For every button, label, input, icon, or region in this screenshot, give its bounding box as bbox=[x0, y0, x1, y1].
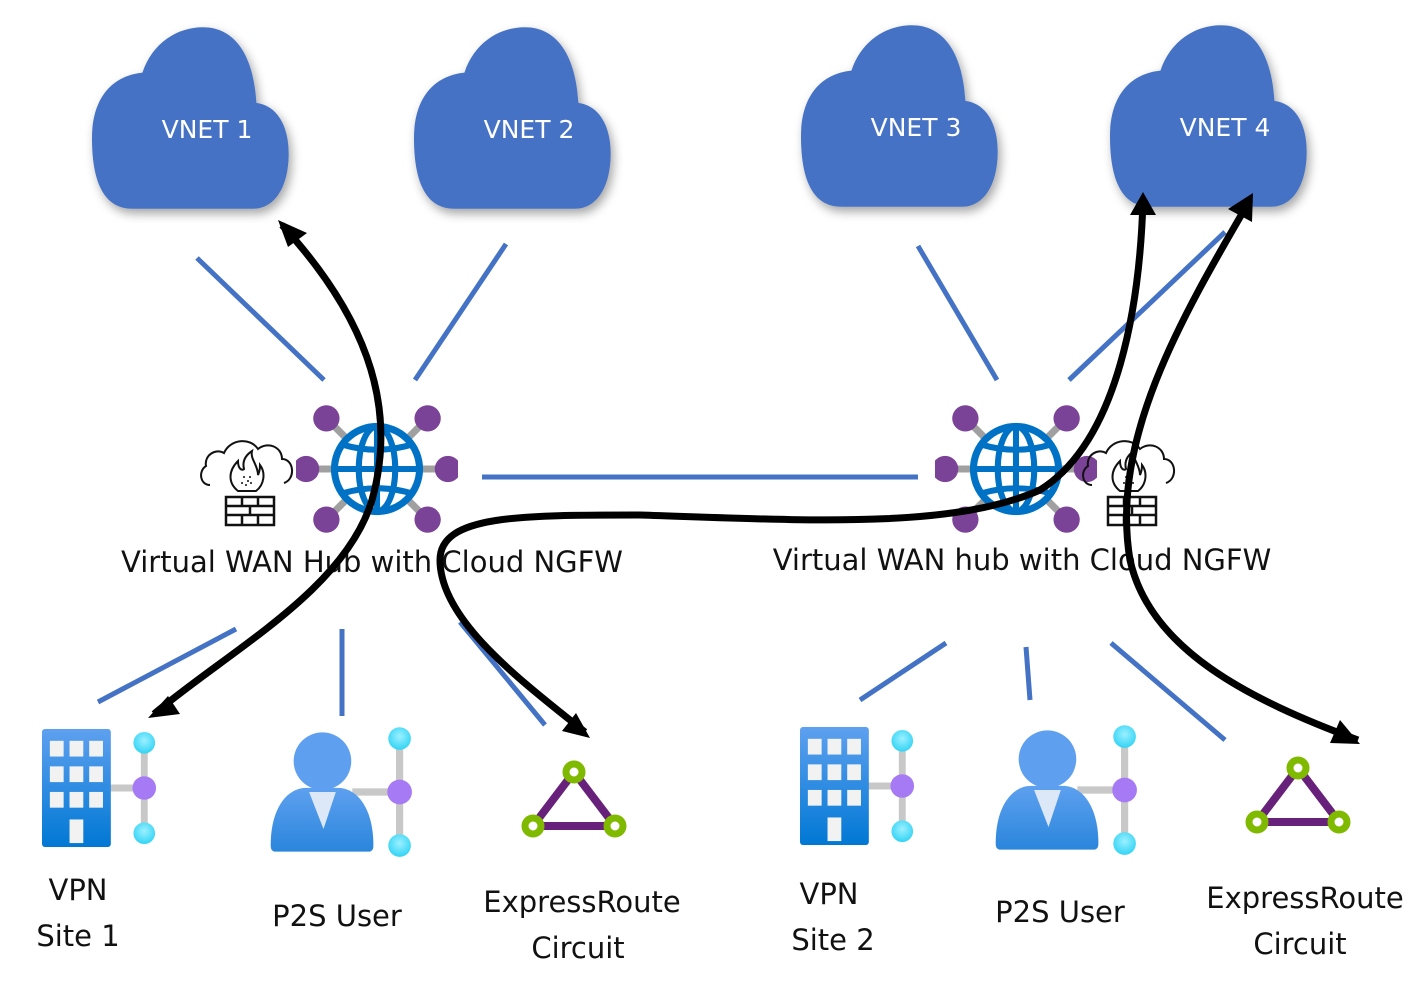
endpoint-label: P2S User bbox=[272, 899, 402, 933]
arrowhead-vpn1 bbox=[148, 696, 180, 718]
endpoint-label: Circuit bbox=[1253, 927, 1346, 961]
link-hub1-vpn1 bbox=[96, 626, 238, 705]
arrowhead-er1 bbox=[562, 713, 590, 738]
expressroute-circuit-2[interactable]: ExpressRoute Circuit bbox=[1206, 760, 1404, 961]
link-vnet3-hub2 bbox=[915, 244, 1000, 382]
arrowhead-er2 bbox=[1330, 720, 1360, 744]
p2s-user-1[interactable]: P2S User bbox=[271, 727, 412, 933]
vnet-label: VNET 4 bbox=[1180, 113, 1271, 142]
link-vnet2-hub1 bbox=[412, 242, 509, 382]
link-hub2-vpn2 bbox=[858, 640, 948, 703]
cloud-ngfw-icon bbox=[199, 439, 294, 527]
vnet-label: VNET 3 bbox=[871, 113, 962, 142]
flow-er1-vnet4 bbox=[436, 199, 1147, 735]
vnet-label: VNET 1 bbox=[162, 115, 253, 144]
traffic-flows bbox=[151, 198, 1360, 744]
endpoint-label: Circuit bbox=[531, 931, 624, 965]
connector-links bbox=[96, 230, 1227, 742]
flow-arrowheads bbox=[148, 192, 1360, 744]
virtual-wan-hub-2[interactable]: Virtual WAN hub with Cloud NGFW bbox=[773, 405, 1272, 577]
link-hub2-er2 bbox=[1109, 641, 1227, 742]
vnet-cloud-1[interactable]: VNET 1 bbox=[92, 27, 289, 209]
building-icon bbox=[800, 727, 914, 845]
arrowhead-vnet4-a bbox=[1130, 192, 1156, 215]
link-hub2-p2s2 bbox=[1023, 646, 1033, 701]
vpn-site-2[interactable]: VPN Site 2 bbox=[791, 727, 914, 957]
user-icon bbox=[271, 727, 412, 857]
flow-vpn1-vnet1 bbox=[151, 222, 385, 717]
arrowhead-vnet4-b bbox=[1228, 193, 1253, 222]
expressroute-icon bbox=[525, 764, 623, 834]
link-hub1-er1 bbox=[458, 620, 547, 727]
hub-label: Virtual WAN Hub with Cloud NGFW bbox=[121, 545, 623, 579]
flow-er2-vnet4 bbox=[1123, 198, 1360, 744]
virtual-wan-hub-1[interactable]: Virtual WAN Hub with Cloud NGFW bbox=[121, 405, 623, 579]
user-icon bbox=[996, 725, 1137, 855]
link-vnet4-hub2 bbox=[1067, 230, 1227, 382]
endpoint-label: Site 2 bbox=[791, 923, 874, 957]
building-icon bbox=[42, 729, 156, 847]
endpoint-label: VPN bbox=[799, 877, 858, 911]
endpoint-label: VPN bbox=[48, 873, 107, 907]
hub-label: Virtual WAN hub with Cloud NGFW bbox=[773, 543, 1272, 577]
endpoint-label: ExpressRoute bbox=[483, 885, 680, 919]
endpoint-label: ExpressRoute bbox=[1206, 881, 1403, 915]
vnet-cloud-2[interactable]: VNET 2 bbox=[414, 27, 611, 209]
arrowhead-vnet1 bbox=[278, 220, 307, 247]
expressroute-circuit-1[interactable]: ExpressRoute Circuit bbox=[483, 764, 681, 965]
p2s-user-2[interactable]: P2S User bbox=[995, 725, 1137, 929]
expressroute-icon bbox=[1249, 760, 1347, 830]
vnet-cloud-4[interactable]: VNET 4 bbox=[1110, 25, 1307, 207]
vpn-site-1[interactable]: VPN Site 1 bbox=[36, 729, 156, 953]
vnet-label: VNET 2 bbox=[484, 115, 575, 144]
endpoint-label: Site 1 bbox=[36, 919, 119, 953]
link-vnet1-hub1 bbox=[195, 256, 326, 382]
endpoint-label: P2S User bbox=[995, 895, 1125, 929]
vnet-cloud-3[interactable]: VNET 3 bbox=[801, 25, 998, 207]
